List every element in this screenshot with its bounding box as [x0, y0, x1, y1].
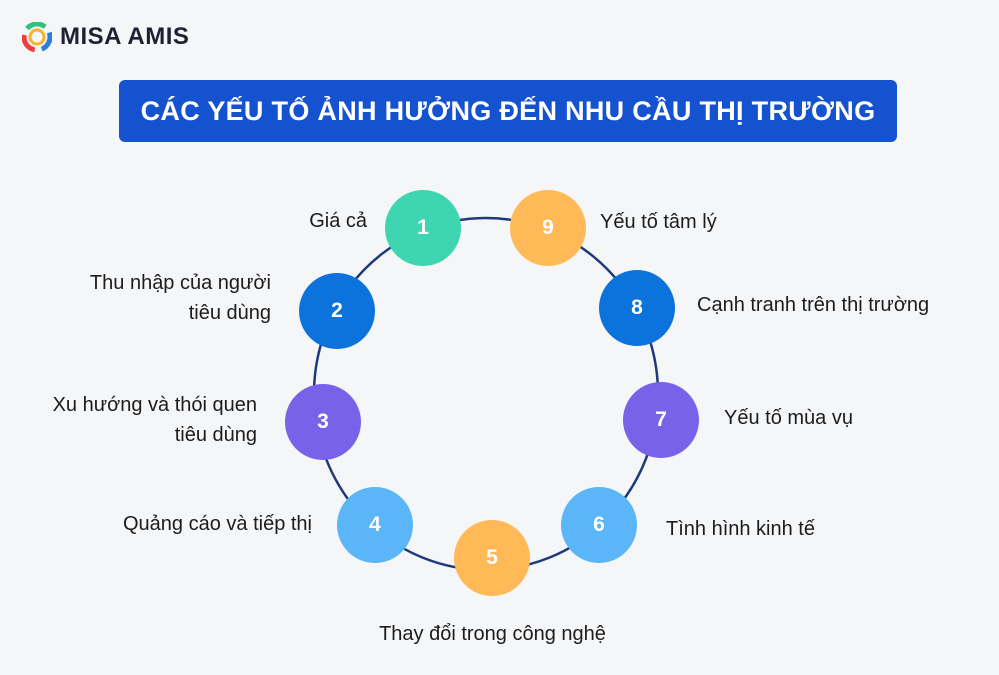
- page-title: CÁC YẾU TỐ ẢNH HƯỞNG ĐẾN NHU CẦU THỊ TRƯ…: [140, 95, 876, 126]
- node-4-number: 4: [369, 513, 381, 536]
- label-1: Giá cả: [309, 210, 367, 232]
- brand-name: MISA AMIS: [60, 23, 190, 50]
- node-9: 9: [510, 190, 586, 266]
- node-8-number: 8: [631, 296, 643, 319]
- label-2: Thu nhập của người tiêu dùng: [60, 268, 271, 328]
- node-1-number: 1: [417, 216, 429, 239]
- node-2-number: 2: [331, 299, 343, 322]
- brand-logo: MISA AMIS: [22, 22, 189, 52]
- misa-swirl-icon: [22, 22, 52, 52]
- label-4: Quảng cáo và tiếp thị: [122, 513, 312, 535]
- node-2: 2: [299, 273, 375, 349]
- node-5-number: 5: [486, 546, 498, 569]
- label-3-line-2: tiêu dùng: [174, 424, 257, 446]
- node-1: 1: [385, 190, 461, 266]
- label-5: Thay đổi trong công nghệ: [379, 623, 606, 645]
- label-9: Yếu tố tâm lý: [600, 211, 717, 233]
- title-banner: CÁC YẾU TỐ ẢNH HƯỞNG ĐẾN NHU CẦU THỊ TRƯ…: [119, 80, 897, 142]
- node-3: 3: [285, 384, 361, 460]
- label-3: Xu hướng và thói quen tiêu dùng: [20, 390, 257, 450]
- label-6: Tình hình kinh tế: [666, 518, 815, 540]
- node-9-number: 9: [542, 216, 554, 239]
- node-6: 6: [561, 487, 637, 563]
- node-4: 4: [337, 487, 413, 563]
- node-7: 7: [623, 382, 699, 458]
- node-8: 8: [599, 270, 675, 346]
- node-5: 5: [454, 520, 530, 596]
- label-7: Yếu tố mùa vụ: [724, 407, 853, 429]
- node-7-number: 7: [655, 408, 667, 431]
- label-2-line-1: Thu nhập của người: [89, 272, 271, 294]
- node-3-number: 3: [317, 410, 329, 433]
- node-6-number: 6: [593, 513, 605, 536]
- label-2-line-2: tiêu dùng: [188, 302, 271, 324]
- label-3-line-1: Xu hướng và thói quen: [52, 394, 257, 416]
- label-8: Cạnh tranh trên thị trường: [697, 294, 930, 316]
